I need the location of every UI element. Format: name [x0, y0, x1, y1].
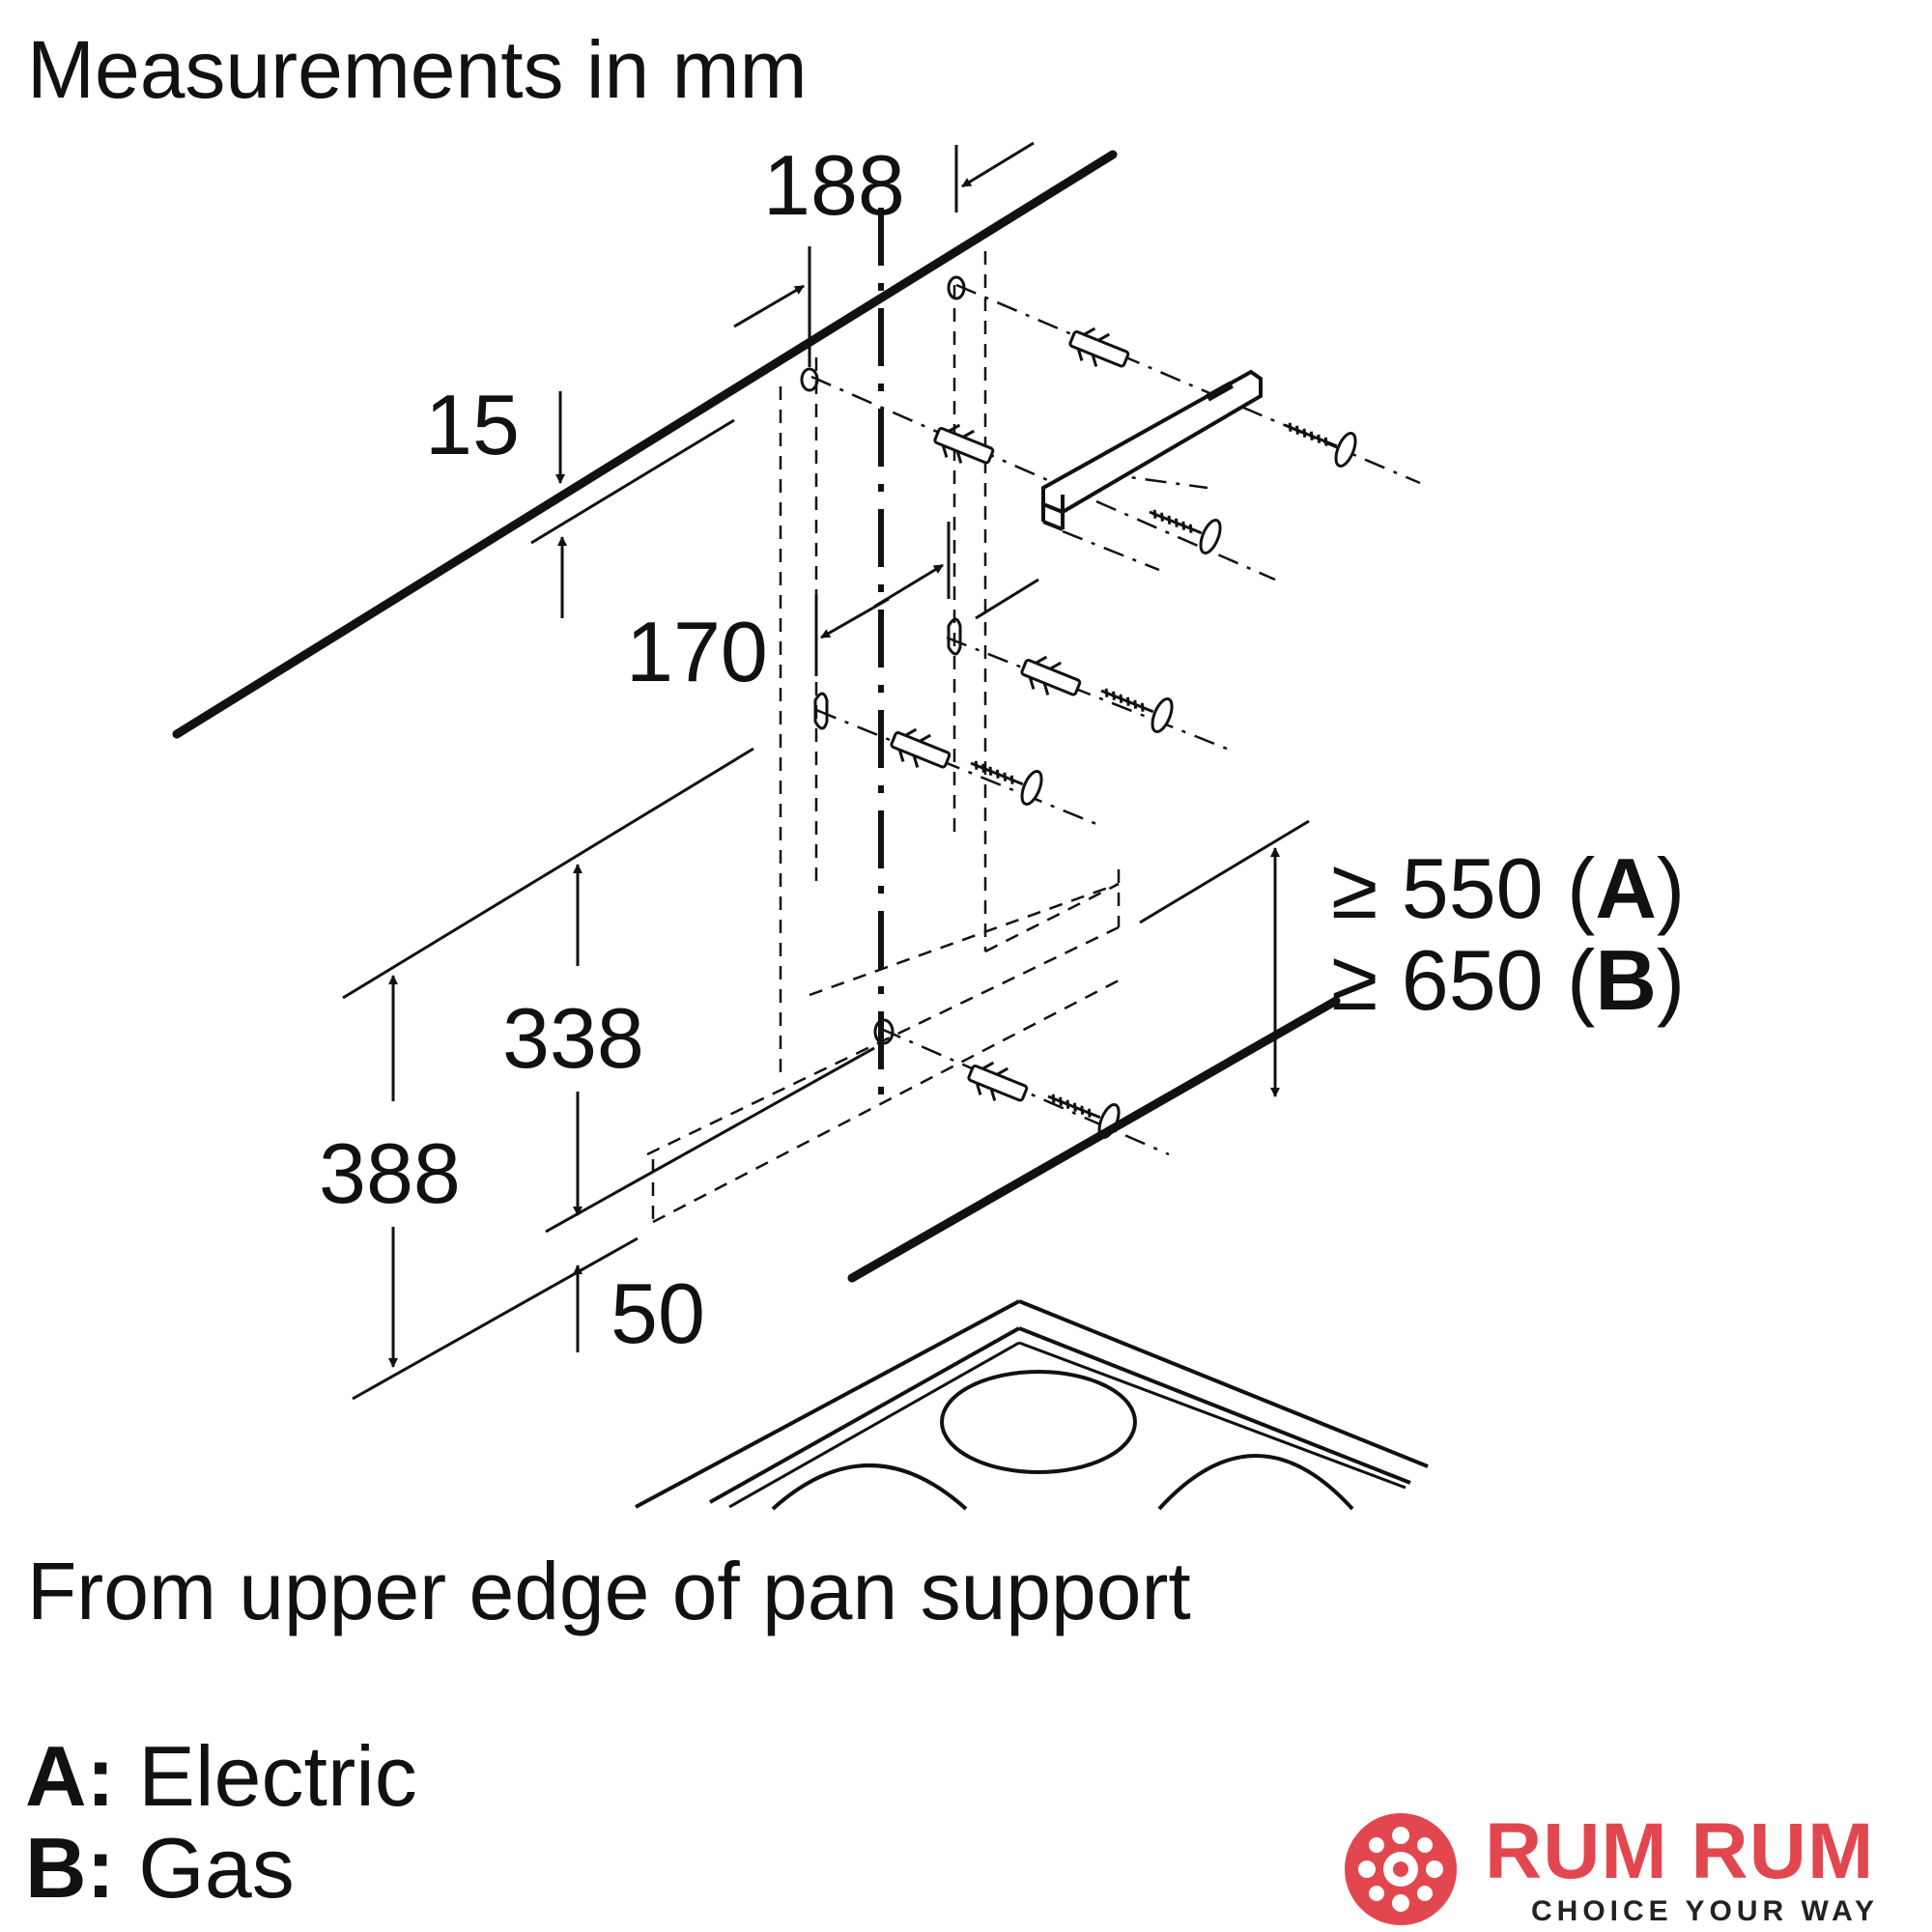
dimension-188-label: 188 — [763, 137, 905, 233]
dimension-170 — [814, 522, 951, 676]
hood-reference-lines — [342, 578, 1310, 1401]
burner-back — [940, 1370, 1137, 1474]
drill-axes — [810, 283, 1421, 1156]
burner-left — [771, 1463, 968, 1511]
brand-logo: RUM RUM CHOICE YOUR WAY — [1338, 1806, 1918, 1932]
logo-name: RUM RUM — [1485, 1807, 1875, 1895]
clearance-b-text: ≥ 650 (B) — [1331, 932, 1685, 1028]
hob-burners — [771, 1370, 1354, 1511]
ceiling-edge-line — [172, 150, 1118, 739]
clearance-a-text: ≥ 550 (A) — [1331, 840, 1685, 936]
dimension-188 — [733, 141, 1035, 367]
dimension-50-label: 50 — [611, 1265, 705, 1361]
dimension-15 — [530, 391, 735, 618]
page-title: Measurements in mm — [27, 24, 808, 115]
mounting-holes — [800, 275, 966, 1045]
dimension-388-label: 388 — [319, 1125, 461, 1221]
measurement-note: From upper edge of pan support — [27, 1546, 1191, 1636]
dimension-170-label: 170 — [626, 604, 768, 699]
legend-gas: B: Gas — [25, 1826, 295, 1911]
legend-key-b: B: — [25, 1820, 115, 1916]
wall-plugs — [890, 327, 1130, 1102]
legend-electric: A: Electric — [25, 1734, 417, 1819]
burner-right — [1157, 1454, 1354, 1511]
flower-logo-icon — [1345, 1813, 1457, 1925]
dimension-338-label: 338 — [502, 990, 644, 1086]
legend-label-b: Gas — [114, 1820, 295, 1916]
screws — [970, 422, 1357, 1139]
legend-key-a: A: — [25, 1728, 115, 1824]
dimension-15-label: 15 — [425, 377, 520, 472]
logo-tagline: CHOICE YOUR WAY — [1531, 1895, 1880, 1927]
mounting-bracket — [1041, 369, 1263, 531]
legend-label-a: Electric — [114, 1728, 417, 1824]
hob-surface — [635, 996, 1429, 1509]
